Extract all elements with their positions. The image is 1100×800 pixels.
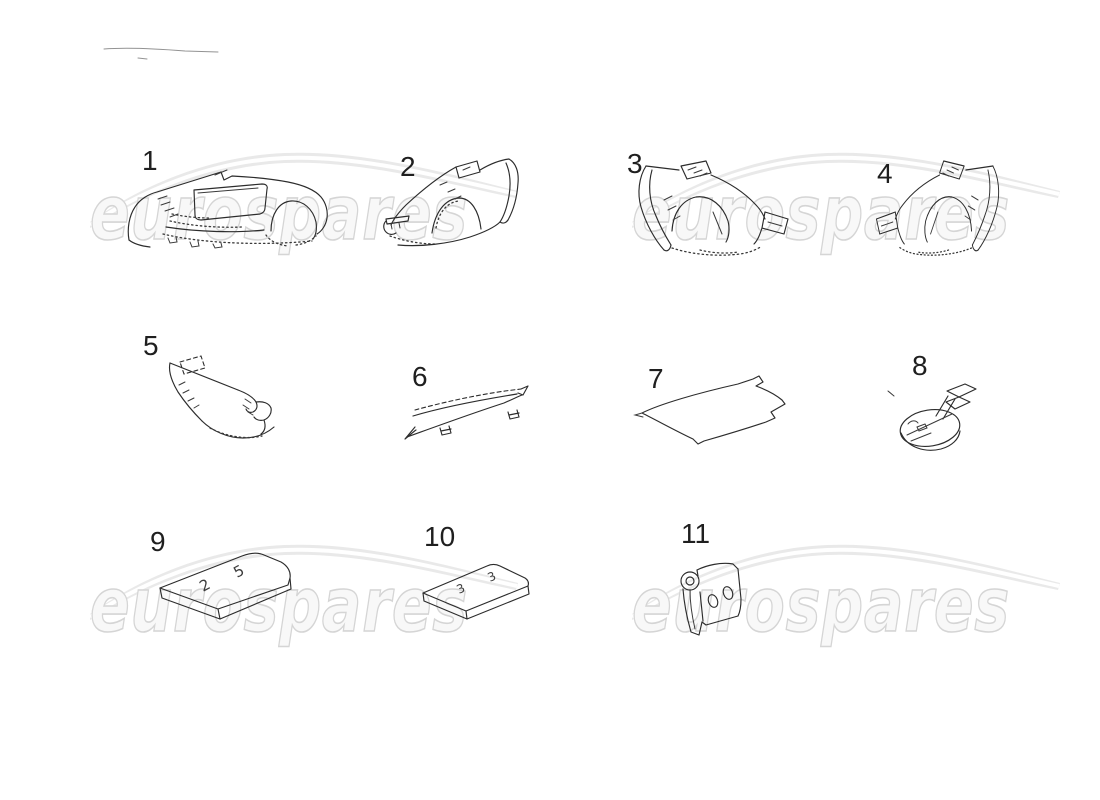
part-6-sill-panel-sketch [404, 385, 529, 440]
part-7-floor-panel-sketch [633, 375, 786, 445]
part-label-8: 8 [912, 350, 928, 381]
part-label-4: 4 [877, 158, 893, 189]
part-5-panel-section-sketch [168, 355, 275, 439]
watermark-top-right [630, 150, 1062, 259]
part-3-wing-sketch [638, 160, 789, 256]
part-label-3: 3 [627, 148, 643, 179]
part-label-2: 2 [400, 151, 416, 182]
part-label-1: 1 [142, 145, 158, 176]
scan-artifact [103, 47, 219, 60]
part-11-hinge-bracket-sketch [680, 562, 742, 636]
part-label-9: 9 [150, 526, 166, 557]
part-1-front-body-sketch [127, 169, 328, 249]
part-label-10: 10 [424, 521, 456, 552]
part-label-6: 6 [412, 361, 428, 392]
part-2-front-wing-sketch [383, 158, 519, 247]
watermark-bottom-left [88, 542, 520, 651]
part-label-5: 5 [143, 330, 159, 361]
part-label-7: 7 [648, 363, 664, 394]
part-label-11: 11 [681, 518, 711, 549]
part-8-cap-bracket-sketch [887, 383, 977, 451]
